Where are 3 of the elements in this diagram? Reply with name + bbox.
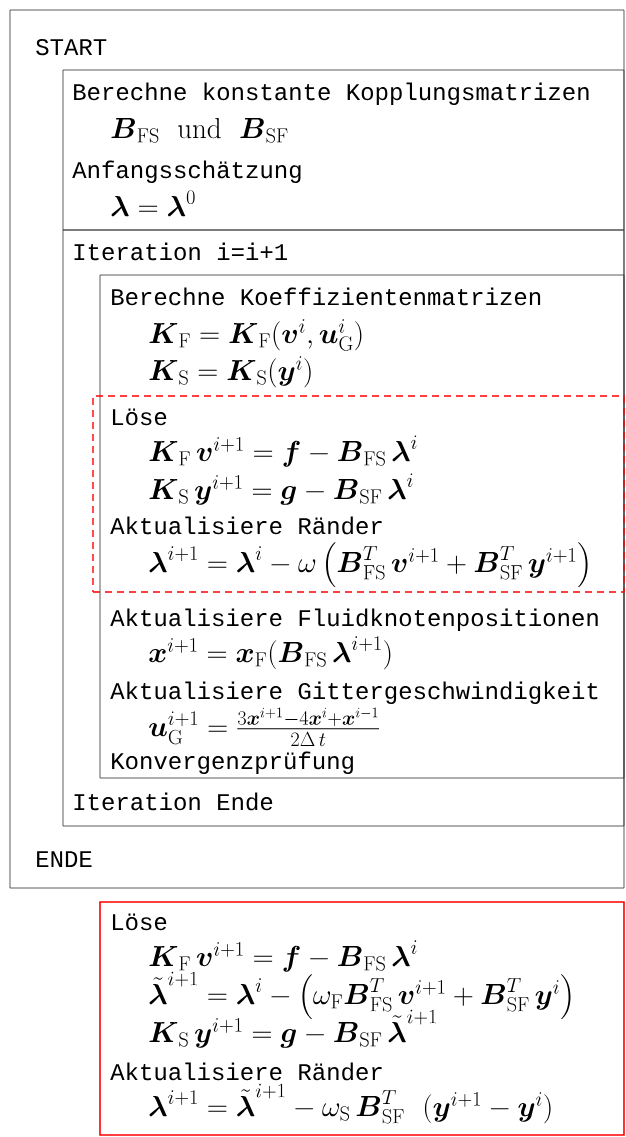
dashed-highlight-box: Löse $\boldsymbol{K}_{\mathrm{F}}\,\boldsymbol{v}^{i+1} = \boldsymbol{f} - \boldsymbol{B}_{\mathrm{FS}}\,\boldsymbol{\lambda}^i$ $\boldsymbol{K}_{\mathrm{S}}\,\boldsymbol{y}^{i+1} = \boldsymbol{g} - \boldsymbol{B}_{\mathrm{SF}}\,\boldsymbol{\lambda}^i$ Aktualisiere Ränder $\boldsymbol{\lambda}^{i+1} = \boldsymbol{\lambda}^i - \omega\left(\boldsymbol{B}_{\mathrm{FS}}^T\,\boldsymbol{v}^{i+1} + \boldsymbol{B}_{\mathrm{SF}}^T\,\boldsymbol{y}^{i+1}\right)$	[92, 395, 625, 593]
process-box: Berechne konstante Kopplungsmatrizen $\boldsymbol{B}_{\mathrm{FS}} \ \mathrm{und}\ \boldsymbol{B}_{\mathrm{SF}}$ Anfangsschätzung $\boldsymbol{\lambda} = \boldsymbol{\lambda}^0$	[62, 69, 625, 231]
alternative-box: Löse $\boldsymbol{K}_{\mathrm{F}}\,\boldsymbol{v}^{i+1} = \boldsymbol{f} - \boldsymbol{B}_{\mathrm{FS}}\,\boldsymbol{\lambda}^i$ $\tilde{\boldsymbol{\lambda}}^{i+1} = \boldsymbol{\lambda}^i - \left(\omega_{\mathrm{F}}\boldsymbol{B}_{\mathrm{FS}}^T\,\boldsymbol{v}^{i+1} + \boldsymbol{B}_{\mathrm{SF}}^T\,\boldsymbol{y}^{i}\right)$ $\boldsymbol{K}_{\mathrm{S}}\,\boldsymbol{y}^{i+1} = \boldsymbol{g} - \boldsymbol{B}_{\mathrm{SF}}\,\tilde{\boldsymbol{\lambda}}^{i+1}$ Aktualisiere Ränder $\boldsymbol{\lambda}^{i+1} = \tilde{\boldsymbol{\lambda}}^{i+1} - \omega_{\mathrm{S}}\,\boldsymbol{B}_{\mathrm{SF}}^T\ (\boldsymbol{y}^{i+1} - \boldsymbol{y}^i)$	[99, 901, 625, 1136]
